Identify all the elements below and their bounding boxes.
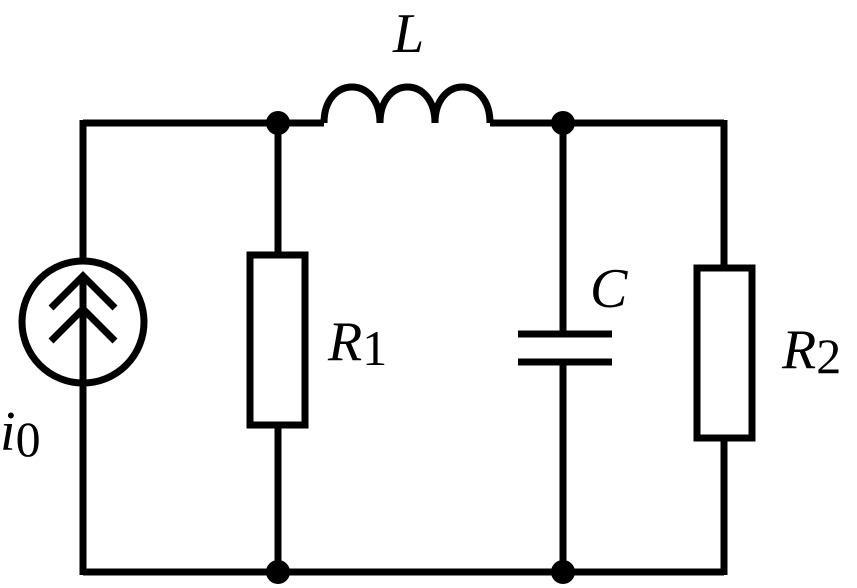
resistor-r2-icon [693,264,756,442]
junction-node-top-right [551,111,575,135]
resistor-r2-subscript: 2 [816,328,841,384]
resistor-r2-letter: R [781,319,816,381]
junction-node-bottom-right [551,560,575,584]
resistor-r1-subscript: 1 [362,320,387,376]
junction-node-top-left [266,111,290,135]
resistor-r1-label: R1 [327,311,387,376]
capacitor-icon [518,330,612,366]
current-source-icon [18,257,148,387]
source-letter: i [0,401,16,463]
source-subscript: 0 [16,411,41,467]
resistor-r1-letter: R [327,311,362,373]
resistor-r1-icon [246,251,309,429]
capacitor-label: C [590,258,628,320]
source-label: i0 [0,401,41,467]
inductor-label: L [392,3,424,65]
junction-node-bottom-left [266,560,290,584]
resistor-r2-label: R2 [781,319,841,384]
inductor-icon [320,83,494,124]
